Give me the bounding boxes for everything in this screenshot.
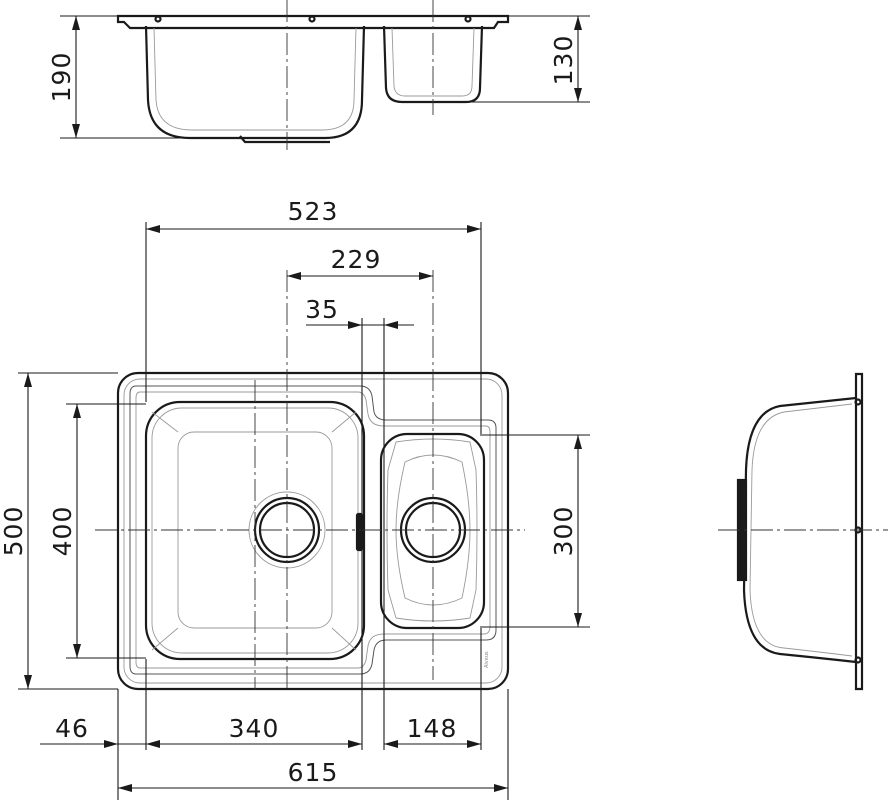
dimension-300: 300 [549,506,578,557]
plan-dimensions: 523 229 35 500 400 300 [0,197,590,800]
dimension-615: 615 [288,758,339,787]
dimension-340: 340 [229,714,280,743]
dimension-35: 35 [305,295,339,324]
dimension-523: 523 [288,197,339,226]
plan-view: Alveus [95,270,525,691]
dimension-400: 400 [48,506,77,557]
dimension-500: 500 [0,506,28,557]
dimension-148: 148 [407,714,458,743]
brand-mark: Alveus [484,651,490,668]
dimension-190: 190 [47,52,76,103]
dimension-229: 229 [331,245,382,274]
dimension-46: 46 [55,714,89,743]
front-section-view: 190 130 [47,0,590,150]
dimension-130: 130 [549,35,578,86]
side-section-view [718,372,888,691]
